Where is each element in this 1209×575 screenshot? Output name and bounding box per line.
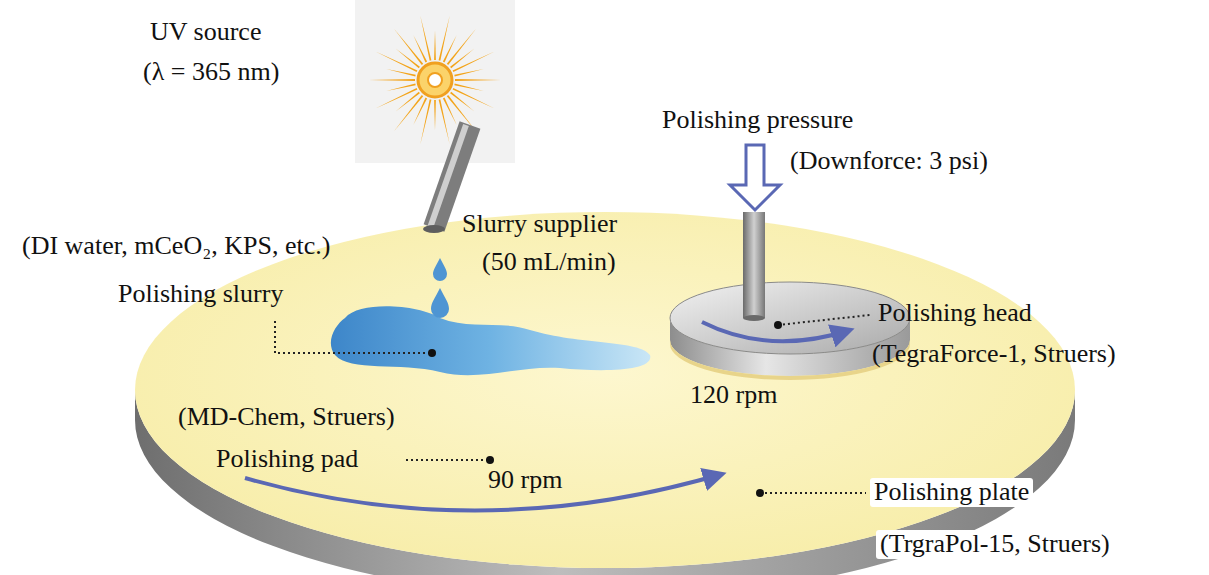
sun-ray [369,79,415,81]
text-label: (TegraForce-1, Struers) [872,340,1116,369]
sun-core [418,63,452,97]
polishing-pad [135,212,1075,568]
sun-background [355,0,515,163]
shaft-end [743,315,765,321]
sun-ray [453,51,495,72]
sun-ray [396,92,420,111]
tube-end [423,225,445,233]
leader-line [404,459,488,461]
sun-ray [453,88,495,109]
sun-ray [455,79,501,81]
leader-line [275,318,430,353]
head-shaft [743,212,765,318]
leader-dot [486,456,494,464]
text-label: (Downforce: 3 psi) [790,147,988,176]
sun-ray [376,88,418,109]
pad-rotation-arrow [245,474,722,511]
sun-rays [369,16,501,145]
sun-ray [413,98,427,125]
text-label: Polishing pressure [662,106,853,135]
text-label: (MD-Chem, Struers) [178,403,395,432]
sun-ray [439,99,450,144]
pressure-arrow [730,145,780,210]
sun-ray [443,98,457,125]
sun-ray [454,69,483,77]
leader-dot [756,489,764,497]
sun-ray [413,35,427,62]
head-rotation-arrow [702,322,850,341]
sun-ray [454,84,483,92]
leader-dot [428,349,436,357]
slurry-drop [431,288,449,318]
sun-ray [386,69,415,77]
slurry-puddle [331,306,650,375]
slurry-drop [433,258,447,281]
slurry-tube-highlight [430,125,466,228]
text-label: (50 mL/min) [482,248,616,277]
sun-ray [450,49,474,68]
sun-ray [386,84,415,92]
text-label: UV source [150,18,261,47]
text-label: (DI water, mCeO₂, KPS, etc.) [22,232,330,261]
text-label: (λ = 365 nm) [143,58,279,87]
leader-dot [774,321,782,329]
text-label: Polishing plate [870,478,1033,507]
text-label: 120 rpm [690,381,777,410]
text-label: 90 rpm [488,466,562,495]
leader-line [760,492,866,494]
sun-ray [376,51,418,72]
sun-ray [420,16,431,61]
sun-ray [434,100,436,130]
text-label: Slurry supplier [462,210,617,239]
sun-ray [434,30,436,60]
text-label: Polishing head [878,299,1032,328]
text-label: Polishing slurry [118,280,283,309]
sun-ray [443,35,457,62]
leader-line [778,315,870,325]
text-label: Polishing pad [216,445,358,474]
sun-center [428,73,442,87]
text-label: (TrgraPol-15, Struers) [876,530,1114,559]
sun-ray [450,92,474,111]
sun-ray [396,49,420,68]
